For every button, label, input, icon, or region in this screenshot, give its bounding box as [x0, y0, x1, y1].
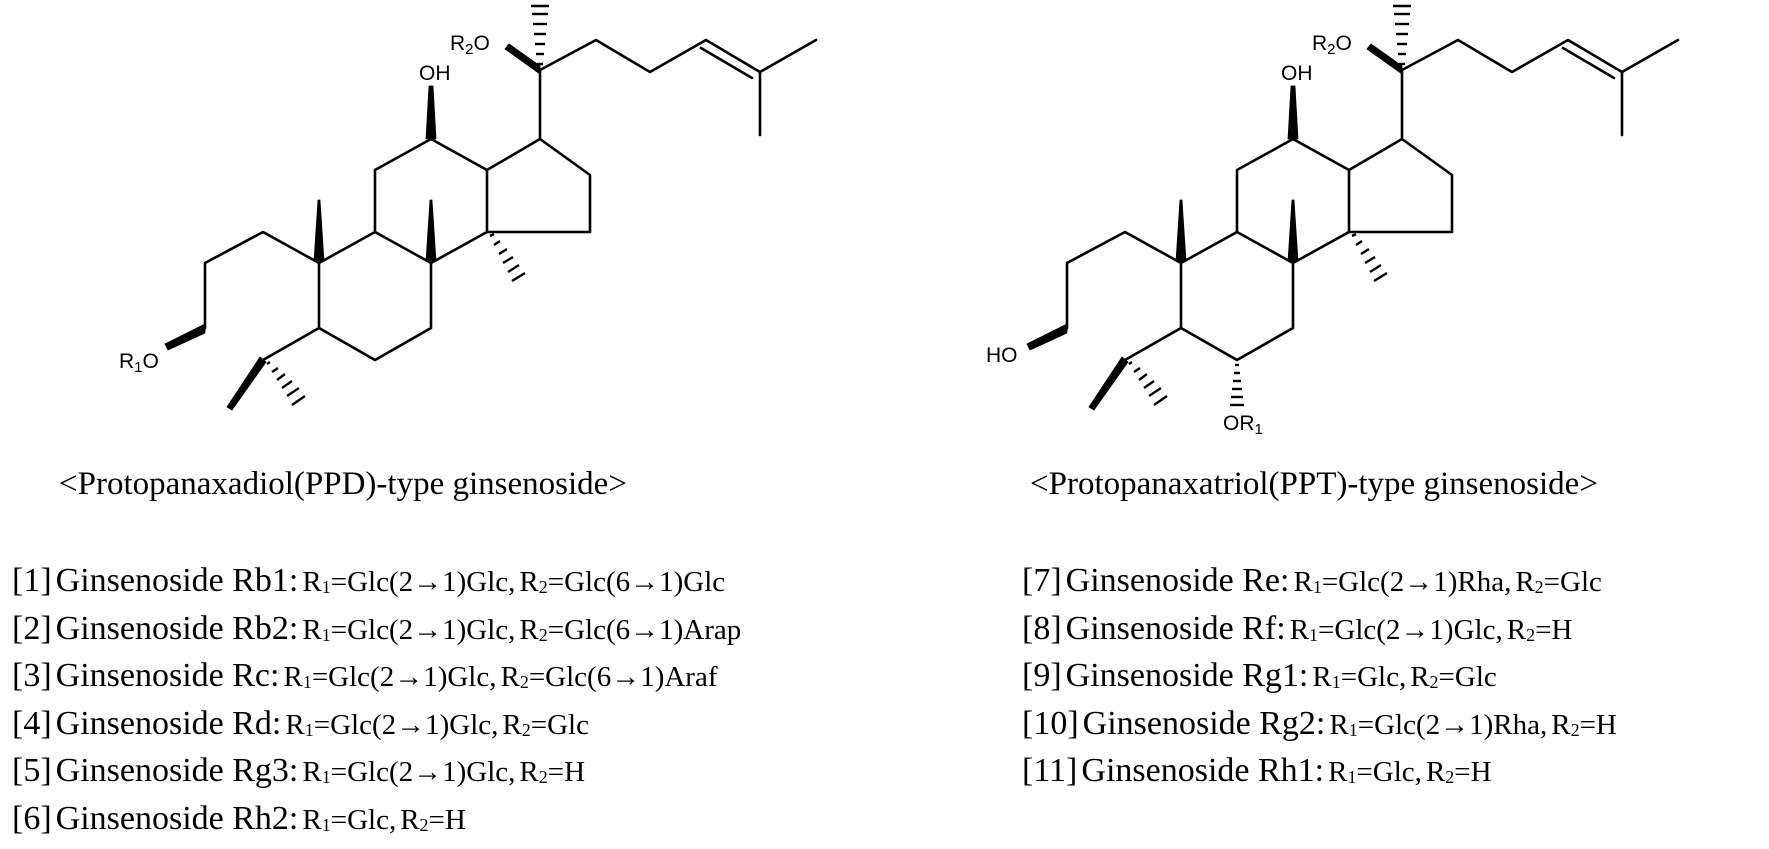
ppd-compound-entry: [4] Ginsenoside Rd: R1=Glc(2→1)Glc, R2=G…	[12, 700, 741, 748]
c14-methyl-hash	[489, 232, 526, 283]
r1-definition: R1=Glc(2→1)Glc,	[302, 566, 516, 598]
c4-methyl-hash	[266, 361, 306, 406]
r1-definition: R1=Glc,	[1312, 661, 1407, 693]
ppd-compound-entry: [5] Ginsenoside Rg3: R1=Glc(2→1)Glc, R2=…	[12, 747, 741, 795]
r2-definition: R2=H	[1506, 613, 1573, 646]
r2-definition: R2=Glc	[1515, 566, 1602, 598]
ppt-c6-or1-hash	[1230, 363, 1244, 407]
r1-definition: R1=Glc(2→1)Rha,	[1329, 708, 1548, 741]
c10-methyl-wedge	[313, 199, 325, 262]
r1-definition: R1=Glc,	[302, 803, 397, 836]
compound-name: Ginsenoside Rf:	[1065, 609, 1286, 647]
ppd-r2o-label: R2O	[450, 32, 490, 58]
compound-index: [5]	[12, 752, 52, 789]
ppd-heading: <Protopanaxadiol(PPD)-type ginsenoside>	[59, 466, 627, 502]
ppt-compound-entry: [8] Ginsenoside Rf: R1=Glc(2→1)Glc, R2=H	[1022, 605, 1617, 653]
ppt-c3-oh-wedge	[1026, 323, 1068, 351]
ppt-c10-methyl-wedge	[1175, 199, 1187, 262]
c3-or1-wedge	[164, 323, 206, 351]
ppd-skeleton-bonds	[203, 38, 818, 362]
compound-index: [7]	[1022, 562, 1062, 599]
ppt-compound-list: [7] Ginsenoside Re: R1=Glc(2→1)Rha, R2=G…	[1022, 557, 1617, 795]
r2-definition: R2=H	[519, 756, 586, 788]
r1-definition: R1=Glc(2→1)Glc,	[285, 708, 499, 741]
ppt-ho-label: HO	[986, 344, 1018, 367]
ppt-compound-entry: [7] Ginsenoside Re: R1=Glc(2→1)Rha, R2=G…	[1022, 557, 1617, 605]
compound-index: [3]	[12, 657, 52, 694]
ppt-c4-methyl-hash	[1128, 361, 1168, 406]
ppd-compound-list: [1] Ginsenoside Rb1: R1=Glc(2→1)Glc, R2=…	[12, 557, 741, 842]
ppt-c14-methyl-hash	[1351, 232, 1388, 283]
r2-definition: R2=Glc	[1410, 661, 1497, 693]
r1-definition: R1=Glc(2→1)Glc,	[283, 661, 497, 693]
ppt-or1-label: OR1	[1223, 412, 1263, 438]
ppt-c8-methyl-wedge	[1287, 199, 1299, 262]
r2-definition: R2=Glc(6→1)Arap	[519, 613, 742, 646]
ppt-skeleton-bonds	[1065, 38, 1680, 362]
ppd-r1o-label: R1O	[119, 350, 159, 376]
ppt-c12-oh-wedge	[1287, 85, 1299, 140]
compound-name: Ginsenoside Rb1:	[55, 562, 299, 599]
r2-definition: R2=H	[1551, 708, 1617, 741]
compound-index: [8]	[1022, 609, 1062, 647]
compound-name: Ginsenoside Rg2:	[1082, 704, 1326, 742]
compound-name: Ginsenoside Rh2:	[55, 799, 299, 837]
r2-definition: R2=H	[400, 803, 466, 836]
ppd-structure-diagram: OH R1O R2O	[119, 4, 818, 411]
c20-methyl-hash	[531, 4, 549, 66]
compound-name: Ginsenoside Rb2:	[55, 609, 299, 647]
r2-definition: R2=Glc(6→1)Glc	[519, 566, 726, 598]
r2-definition: R2=Glc(6→1)Araf	[500, 661, 718, 693]
compound-index: [10]	[1022, 704, 1079, 742]
ppt-compound-entry: [9] Ginsenoside Rg1: R1=Glc, R2=Glc	[1022, 652, 1617, 700]
ppd-compound-entry: [6] Ginsenoside Rh2: R1=Glc, R2=H	[12, 795, 741, 843]
compound-index: [1]	[12, 562, 52, 599]
ppt-r2o-label: R2O	[1312, 32, 1352, 58]
c20-or2-wedge	[504, 43, 541, 75]
compound-index: [11]	[1022, 752, 1078, 789]
compound-name: Ginsenoside Rh1:	[1081, 752, 1325, 789]
ppd-compound-entry: [1] Ginsenoside Rb1: R1=Glc(2→1)Glc, R2=…	[12, 557, 741, 605]
ppd-compound-entry: [2] Ginsenoside Rb2: R1=Glc(2→1)Glc, R2=…	[12, 605, 741, 653]
compound-name: Ginsenoside Rd:	[55, 704, 282, 742]
compound-index: [4]	[12, 704, 52, 742]
ppt-c4-methyl-wedge	[1088, 356, 1129, 411]
ppd-oh-label: OH	[419, 62, 451, 85]
compound-name: Ginsenoside Rg3:	[55, 752, 299, 789]
r1-definition: R1=Glc(2→1)Rha,	[1293, 566, 1512, 598]
ppt-structure-diagram: OH HO OR1 R2O	[986, 4, 1680, 438]
compound-name: Ginsenoside Rc:	[55, 657, 280, 694]
r1-definition: R1=Glc,	[1328, 756, 1422, 788]
c12-oh-wedge	[425, 85, 437, 140]
ppt-compound-entry: [11] Ginsenoside Rh1: R1=Glc, R2=H	[1022, 747, 1617, 795]
compound-index: [9]	[1022, 657, 1062, 694]
ppt-heading: <Protopanaxatriol(PPT)-type ginsenoside>	[1030, 466, 1598, 502]
compound-index: [6]	[12, 799, 52, 837]
r2-definition: R2=H	[1425, 756, 1492, 788]
c8-methyl-wedge	[425, 199, 437, 262]
compound-name: Ginsenoside Re:	[1065, 562, 1290, 599]
r1-definition: R1=Glc(2→1)Glc,	[302, 613, 516, 646]
c4-methyl-wedge	[226, 356, 267, 411]
r1-definition: R1=Glc(2→1)Glc,	[1289, 613, 1503, 646]
compound-name: Ginsenoside Rg1:	[1065, 657, 1309, 694]
ppd-compound-entry: [3] Ginsenoside Rc: R1=Glc(2→1)Glc, R2=G…	[12, 652, 741, 700]
r1-definition: R1=Glc(2→1)Glc,	[302, 756, 516, 788]
ppt-oh-label: OH	[1281, 62, 1313, 85]
ppt-c20-methyl-hash	[1393, 4, 1411, 66]
compound-index: [2]	[12, 609, 52, 647]
ppt-c20-or2-wedge	[1366, 43, 1403, 75]
r2-definition: R2=Glc	[502, 708, 589, 741]
ppt-compound-entry: [10] Ginsenoside Rg2: R1=Glc(2→1)Rha, R2…	[1022, 700, 1617, 748]
